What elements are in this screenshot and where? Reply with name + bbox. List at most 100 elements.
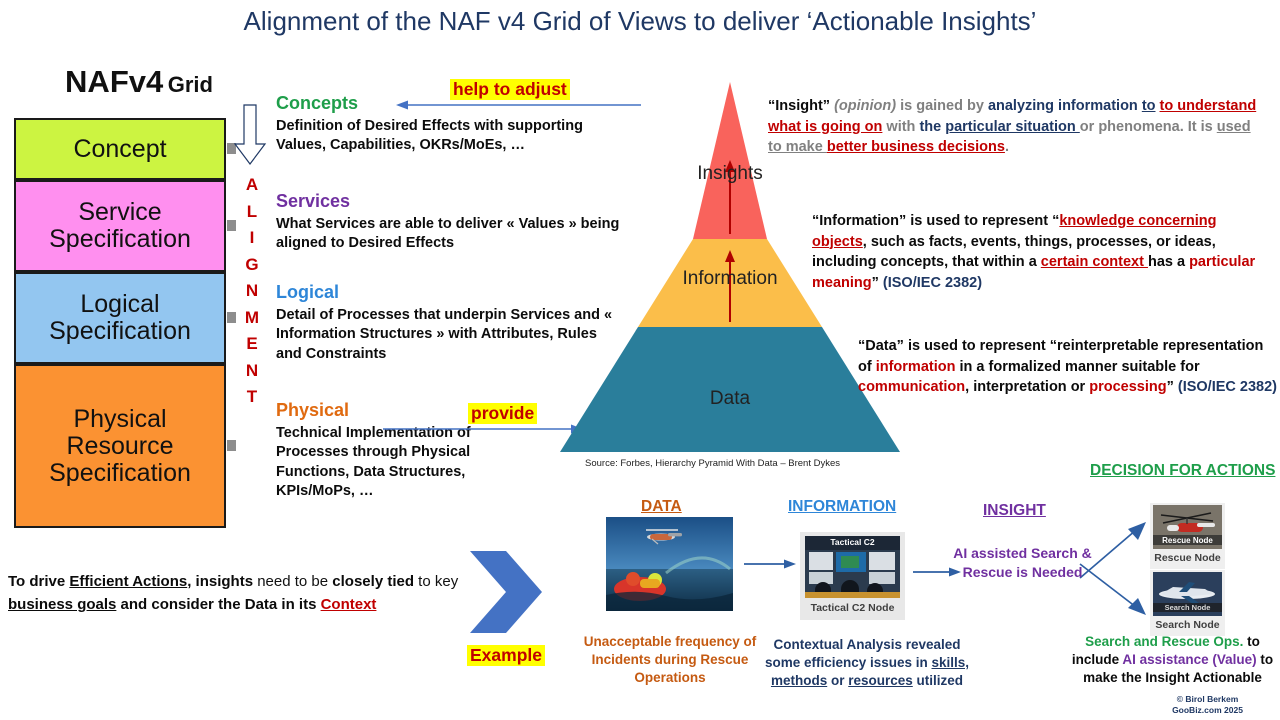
alignment-letter-t: T bbox=[246, 387, 258, 406]
flow-caption-decision: Search and Rescue Ops. to include AI ass… bbox=[1060, 633, 1280, 688]
flow-head-insight: INSIGHT bbox=[983, 502, 1046, 519]
def-insight-p2: (opinion) bbox=[834, 98, 897, 114]
def-data-p5: , interpretation or bbox=[965, 379, 1090, 396]
alignment-letter-m: M bbox=[244, 307, 260, 327]
flow-cap-info-p5: utilized bbox=[912, 673, 964, 689]
grid-row-logical-line2: Specification bbox=[49, 317, 191, 345]
def-info-p7: particular meaning bbox=[812, 254, 1256, 291]
grid-row-physical-line2: Resource bbox=[66, 431, 174, 460]
def-insight-p12: . bbox=[1004, 139, 1009, 156]
def-info-p1: “Information” is used to represent “ bbox=[812, 213, 1060, 229]
def-insight-p1: “Insight” bbox=[768, 98, 835, 114]
resize-handle[interactable] bbox=[227, 220, 236, 231]
def-info-p2: knowledge concerning bbox=[1059, 213, 1216, 229]
down-arrow-icon bbox=[233, 104, 267, 166]
tactical-c2-node-caption: Tactical C2 Node bbox=[810, 602, 895, 614]
definition-data: “Data” is used to represent “reinterpret… bbox=[858, 336, 1278, 398]
grid-row-physical-resource-specification[interactable]: Physical Resource Specification bbox=[14, 364, 226, 528]
flow-cap-dec-p2: to include bbox=[1071, 634, 1260, 668]
flow-cap-dec-p3: AI assistance (Value) bbox=[1122, 652, 1257, 668]
alignment-letter-a: A bbox=[245, 175, 259, 194]
copyright-notice: © Birol Berkem GooBiz.com 2025 bbox=[1140, 694, 1275, 716]
def-data-p6: processing bbox=[1089, 379, 1167, 396]
block-concepts: Concepts Definition of Desired Effects w… bbox=[276, 93, 636, 156]
def-insight-p5: to understand what is going on bbox=[768, 98, 1257, 135]
bs-p6: to key bbox=[418, 573, 459, 590]
flow-cap-dec-p4: to make the Insight Actionable bbox=[1083, 652, 1274, 686]
grid-row-service-label: Service Specification bbox=[49, 199, 191, 253]
search-node-thumbnail: Search Node Search Node bbox=[1150, 570, 1225, 636]
rescue-node-caption: Rescue Node bbox=[1154, 552, 1221, 564]
grid-row-logical-label: Logical Specification bbox=[49, 291, 191, 345]
alignment-vertical-label: A L I G N M E N T bbox=[241, 172, 263, 411]
bs-p3: , insights bbox=[187, 573, 258, 590]
grid-heading: NAFv4 Grid bbox=[14, 64, 264, 100]
arrow-information-to-insight bbox=[913, 566, 961, 578]
resize-handle[interactable] bbox=[227, 440, 236, 451]
flow-cap-info-p4: resources bbox=[848, 673, 913, 689]
pyramid-label-insights: Insights bbox=[697, 163, 763, 184]
flow-head-data: DATA bbox=[641, 498, 682, 515]
def-info-p2-underline: knowledge concerning bbox=[1059, 213, 1217, 229]
resize-handle[interactable] bbox=[227, 312, 236, 323]
grid-heading-sub: Grid bbox=[167, 72, 213, 97]
grid-row-service-specification[interactable]: Service Specification bbox=[14, 180, 226, 272]
alignment-letter-n2: N bbox=[245, 360, 259, 380]
def-insight-p4: analyzing information bbox=[987, 98, 1142, 114]
block-concepts-title: Concepts bbox=[276, 93, 359, 113]
callout-example: Example bbox=[467, 645, 545, 666]
bs-p5: closely tied bbox=[332, 573, 419, 590]
arrow-provide bbox=[383, 424, 583, 438]
dikw-pyramid bbox=[560, 82, 900, 452]
callout-provide: provide bbox=[468, 403, 538, 424]
grid-row-physical-line1: Physical bbox=[73, 404, 167, 433]
block-services-title: Services bbox=[276, 191, 351, 211]
bs-p8: and consider the Data in its bbox=[116, 596, 321, 614]
block-physical-title: Physical bbox=[276, 400, 350, 420]
flow-head-information: INFORMATION bbox=[788, 498, 897, 515]
flow-caption-information: Contextual Analysis revealed some effici… bbox=[762, 636, 972, 691]
flow-caption-insight: AI assisted Search & Rescue is Needed bbox=[953, 545, 1092, 580]
grid-row-logical-line1: Logical bbox=[80, 290, 160, 318]
grid-row-concept[interactable]: Concept bbox=[14, 118, 226, 180]
def-insight-p4b: to bbox=[1141, 98, 1156, 114]
def-info-p5: certain context bbox=[1040, 254, 1148, 271]
flow-cap-info-p1: Contextual Analysis revealed some effici… bbox=[764, 637, 961, 671]
grid-row-logical-specification[interactable]: Logical Specification bbox=[14, 272, 226, 364]
definition-information: “Information” is used to represent “know… bbox=[812, 211, 1267, 293]
def-data-p1: “Data” is used to represent “reinterpret… bbox=[858, 338, 1264, 375]
resize-handle[interactable] bbox=[227, 143, 236, 154]
definition-insight: “Insight” (opinion) is gained by analyzi… bbox=[768, 96, 1268, 158]
block-logical: Logical Detail of Processes that underpi… bbox=[276, 282, 626, 364]
alignment-letter-l: L bbox=[246, 201, 258, 221]
arrow-insight-to-rescue-node bbox=[1078, 520, 1148, 580]
search-node-caption: Search Node bbox=[1155, 619, 1220, 631]
block-physical: Physical Technical Implementation of Pro… bbox=[276, 400, 526, 501]
copyright-line2: GooBiz.com 2025 bbox=[1172, 705, 1243, 716]
flow-cap-info-p3: or bbox=[827, 673, 849, 689]
bs-p1: To drive bbox=[8, 573, 70, 590]
alignment-letter-g: G bbox=[245, 254, 259, 274]
grid-row-physical-line3: Specification bbox=[49, 458, 191, 487]
pyramid-source-attribution: Source: Forbes, Hierarchy Pyramid With D… bbox=[585, 458, 841, 469]
pyramid-label-data: Data bbox=[709, 388, 751, 409]
svg-text:Rescue Node: Rescue Node bbox=[1162, 536, 1213, 545]
alignment-letter-e: E bbox=[246, 334, 258, 353]
bs-p4: need to be bbox=[257, 573, 333, 590]
flow-cap-info-p2: skills, methods bbox=[770, 655, 970, 689]
bs-p7: business goals bbox=[8, 596, 117, 614]
block-logical-title: Logical bbox=[276, 282, 340, 302]
def-data-p3: in a formalized manner suitable for bbox=[955, 358, 1200, 375]
pyramid-label-information: Information bbox=[682, 268, 778, 289]
block-physical-body: Technical Implementation of Processes th… bbox=[276, 425, 471, 499]
grid-row-service-line2: Specification bbox=[49, 225, 191, 253]
arrow-insight-to-search-node bbox=[1078, 562, 1148, 622]
grid-heading-main: NAFv4 bbox=[65, 64, 164, 99]
grid-row-physical-label: Physical Resource Specification bbox=[49, 404, 191, 487]
grid-row-service-line1: Service bbox=[78, 198, 162, 226]
rescue-node-thumbnail: Rescue Node Rescue Node bbox=[1150, 503, 1225, 569]
def-insight-p8: particular situation bbox=[945, 118, 1080, 135]
flow-head-decision-for-actions: DECISION FOR ACTIONS bbox=[1090, 462, 1276, 479]
tactical-c2-overlay-label: Tactical C2 bbox=[830, 537, 875, 547]
flow-cap-dec-p1: Search and Rescue Ops. bbox=[1085, 634, 1244, 649]
